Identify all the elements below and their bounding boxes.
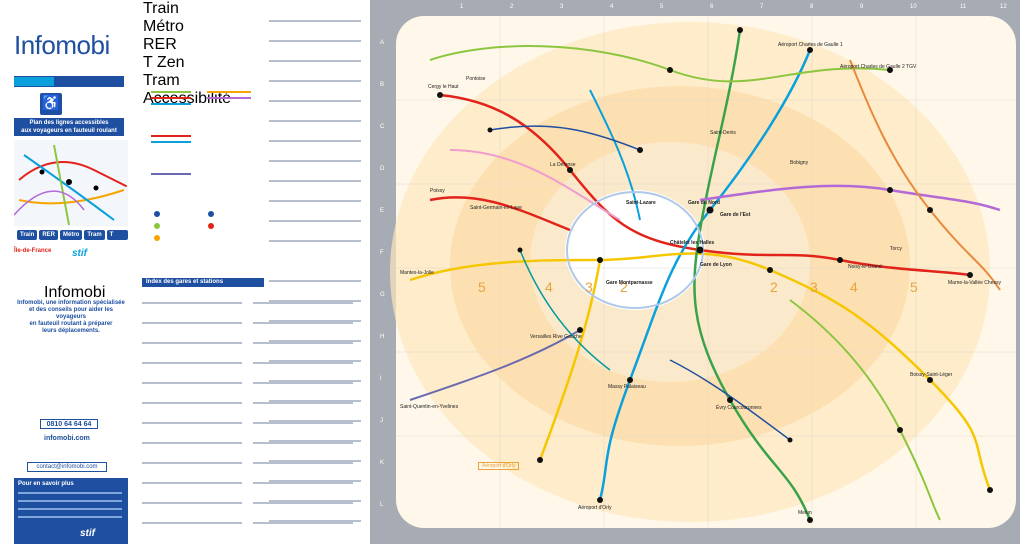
grid-col: 3 [560, 4, 564, 10]
grid-row: J [380, 418, 383, 424]
grid-row: C [380, 124, 385, 130]
station-label[interactable]: Poissy [430, 188, 445, 194]
grid-row: B [380, 82, 385, 88]
grid-row: L [380, 502, 384, 508]
zone-label: 2 [770, 279, 778, 295]
station-label[interactable]: Saint-Quentin-en-Yvelines [400, 404, 459, 410]
zone-label: 4 [850, 279, 858, 295]
station-label[interactable]: Cergy le Haut [428, 84, 459, 90]
brand-title: Infomobi [14, 30, 110, 60]
grid-col: 7 [760, 4, 764, 10]
grid-col: 6 [710, 4, 714, 10]
grid-row: E [380, 208, 385, 214]
index-title: Index des gares et stations [142, 278, 264, 287]
legend-train-header: Train [143, 0, 179, 17]
zone-label: 2 [620, 279, 628, 295]
grid-col: 4 [610, 4, 614, 10]
grid-col: 9 [860, 4, 864, 10]
station-label[interactable]: Marne-la-Vallée Chessy [948, 280, 1001, 286]
index-panel [263, 0, 370, 544]
grid-row: F [380, 250, 384, 256]
station-label[interactable]: Noisy-le-Grand [848, 264, 882, 270]
index-lower [128, 272, 370, 544]
station-label[interactable]: Gare de l'Est [720, 212, 751, 218]
region-logo: Île-de-France [14, 248, 52, 254]
legend-metro-header: Métro [143, 18, 184, 35]
station-label[interactable]: Pontoise [466, 76, 486, 82]
grid-row: D [380, 166, 385, 172]
mini-map [14, 140, 128, 226]
website-link[interactable]: infomobi.com [44, 435, 90, 442]
grid-col: 2 [510, 4, 514, 10]
station-label[interactable]: Châtelet les Halles [670, 240, 715, 246]
grid-col: 11 [960, 4, 967, 10]
mode-train: Train [17, 230, 38, 240]
legend-panel: Train Métro RER T Zen Tram Accessibilité [143, 0, 263, 272]
grid-col: 12 [1000, 4, 1007, 10]
zone-label: 4 [545, 279, 553, 295]
legend-tram-header: Tram [143, 72, 180, 89]
station-label[interactable]: Saint-Denis [710, 130, 736, 136]
station-label[interactable]: Bobigny [790, 160, 809, 166]
station-label[interactable]: Aéroport Charles de Gaulle 2 TGV [840, 64, 917, 70]
mode-legend: Train RER Métro Tram T Zen [17, 230, 128, 248]
grid-col: 5 [660, 4, 664, 10]
wheelchair-icon: ♿ [40, 93, 62, 115]
grid-row: I [380, 376, 382, 382]
grid-row: H [380, 334, 385, 340]
grid-row: K [380, 460, 385, 466]
station-label[interactable]: Évry Courcouronnes [716, 405, 762, 411]
email-link[interactable]: contact@infomobi.com [27, 462, 107, 472]
mode-metro: Métro [60, 230, 83, 240]
cover-title: Plan des lignes accessibles aux voyageur… [14, 118, 124, 136]
grid-col: 8 [810, 4, 814, 10]
station-label[interactable]: Saint-Germain-en-Laye [470, 205, 522, 211]
legend-samples [151, 91, 251, 241]
cover-title-line1: Plan des lignes accessibles [29, 120, 109, 126]
mode-rer: RER [39, 230, 59, 240]
station-label[interactable]: Boissy-Saint-Léger [910, 372, 953, 378]
orly-legend: Aéroport d'Orly [478, 462, 520, 470]
more-info-box: Pour en savoir plus stif [14, 478, 128, 544]
infomobi-logo: Infomobi [44, 284, 106, 301]
station-label[interactable]: Saint-Lazare [626, 200, 656, 206]
station-label[interactable]: Versailles Rive Gauche [530, 334, 582, 340]
cover-title-line2: aux voyageurs en fauteuil roulant [21, 128, 117, 134]
region-bar [14, 76, 124, 87]
stif-logo: stif [72, 248, 87, 259]
zone-label: 5 [910, 279, 918, 295]
station-label[interactable]: Massy Palaiseau [608, 384, 646, 390]
station-label[interactable]: La Défense [550, 162, 576, 168]
mode-tzen: T Zen [106, 230, 128, 248]
legend-tzen-header: T Zen [143, 54, 185, 71]
cover-panel: Infomobi ♿ Plan des lignes accessibles a… [0, 0, 128, 544]
station-label[interactable]: Gare Montparnasse [606, 280, 653, 286]
zone-label: 3 [585, 279, 593, 295]
grid-col: 10 [910, 4, 917, 10]
map-drawing: 5 4 3 2 2 3 4 5 [390, 16, 1016, 528]
about-heading: Infomobi, une information spécialisée et… [17, 300, 125, 334]
station-label[interactable]: Aéroport Charles de Gaulle 1 [778, 42, 843, 48]
station-label[interactable]: Torcy [890, 246, 902, 252]
region-bar-accent [14, 77, 54, 86]
legend-rer-header: RER [143, 36, 177, 53]
station-label[interactable]: Gare de Lyon [700, 262, 732, 268]
zone-label: 3 [810, 279, 818, 295]
station-label[interactable]: Mantes-la-Jolie [400, 270, 434, 276]
station-label[interactable]: Gare du Nord [688, 200, 720, 206]
bottom-stif-logo: stif [80, 528, 95, 539]
grid-col: 1 [460, 4, 464, 10]
station-label[interactable]: Aéroport d'Orly [578, 505, 612, 511]
station-label[interactable]: Melun [798, 510, 812, 516]
grid-row: A [380, 40, 385, 46]
zone-label: 5 [478, 279, 486, 295]
phone-number[interactable]: 0810 64 64 64 [40, 419, 98, 429]
network-map[interactable]: 5 4 3 2 2 3 4 5 1 2 3 4 5 6 7 8 9 10 11 … [370, 0, 1020, 544]
more-info-title: Pour en savoir plus [18, 481, 74, 487]
grid-row: G [380, 292, 385, 298]
mode-tram: Tram [84, 230, 105, 240]
